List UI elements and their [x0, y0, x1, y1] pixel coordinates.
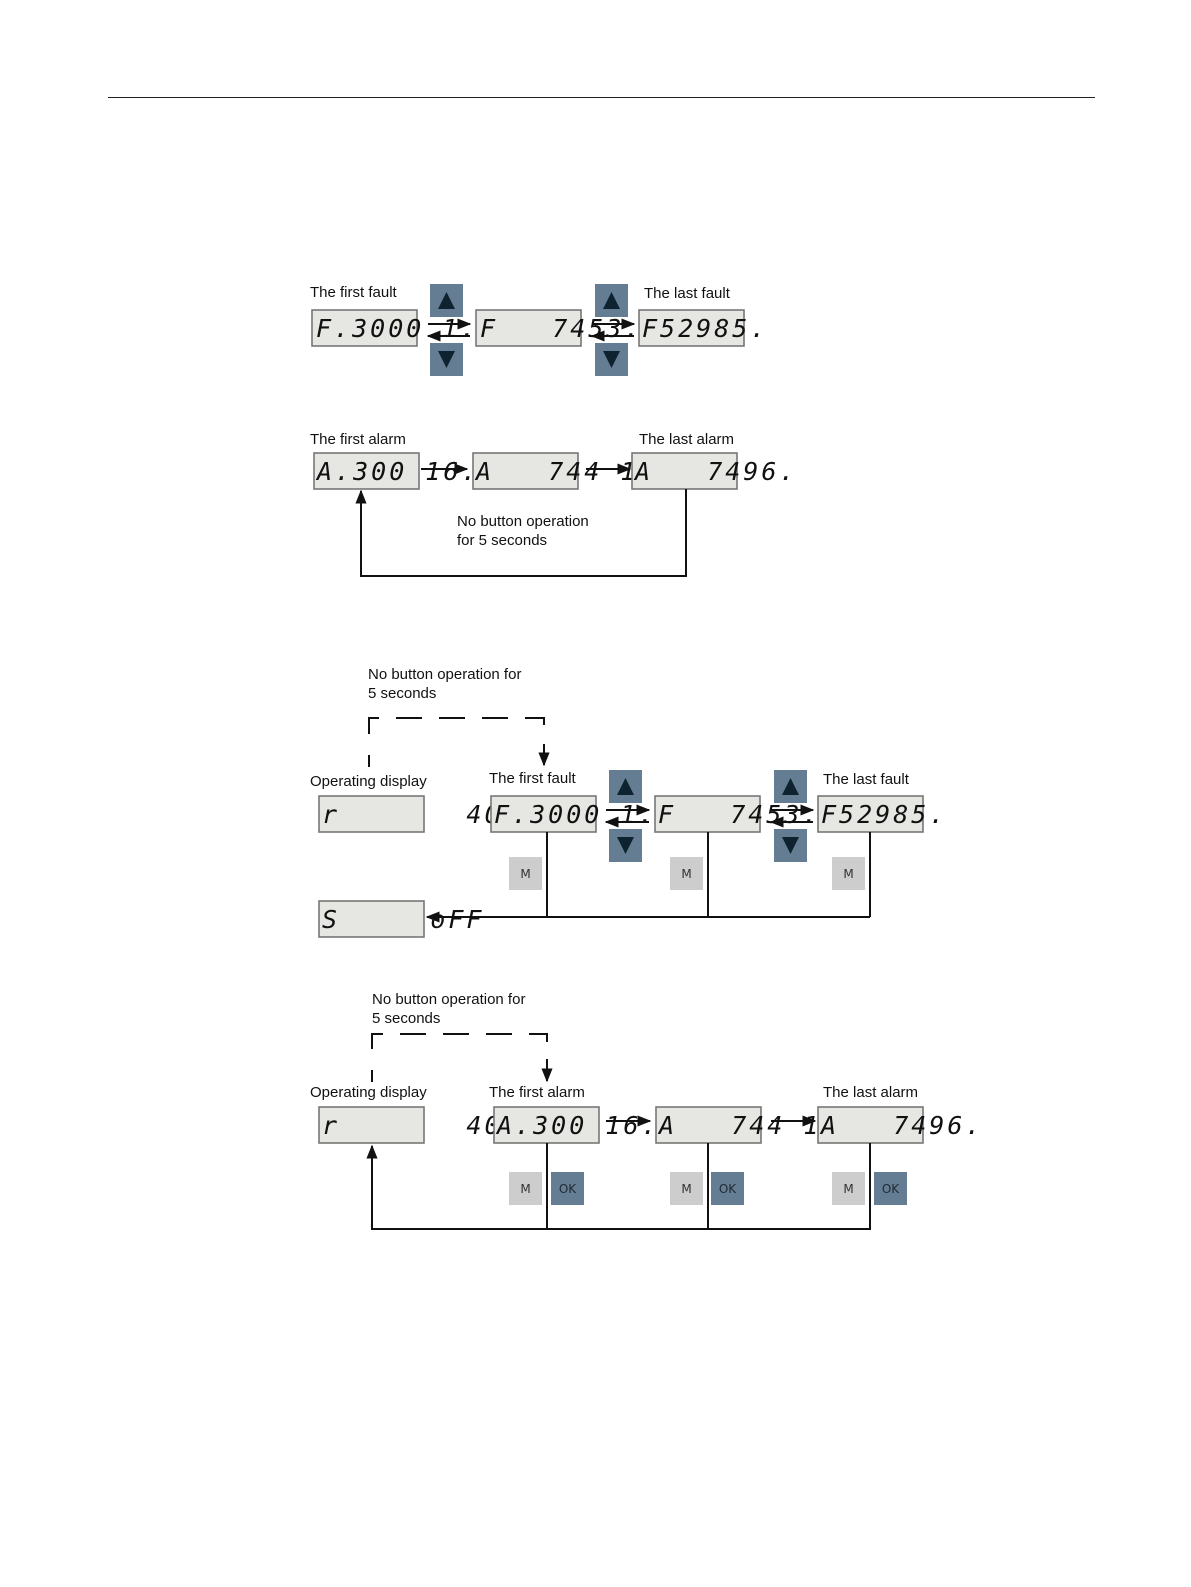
up-key-1[interactable]	[430, 284, 463, 317]
m-key-label: M	[520, 1182, 530, 1196]
last-alarm-label: The last alarm	[639, 431, 734, 448]
display-operating: r 40	[318, 1106, 503, 1144]
ok-key-label: OK	[559, 1182, 577, 1196]
fault-navigation-section: The first fault The last fault F.3000 1.…	[310, 284, 768, 376]
first-fault-label: The first fault	[310, 284, 398, 301]
display-operating-text: r 40	[322, 1111, 503, 1140]
m-key-label: M	[681, 1182, 691, 1196]
display-alarm-mid-text: A 744 1.	[657, 1111, 840, 1140]
last-alarm-label: The last alarm	[823, 1084, 918, 1101]
no-button-for-line1: No button operation for	[372, 991, 525, 1008]
down-arrow-icon	[782, 837, 799, 854]
header-rule	[108, 97, 1095, 98]
down-arrow-icon	[603, 351, 620, 368]
first-fault-label: The first fault	[489, 770, 577, 787]
m-key-2[interactable]: M	[670, 857, 703, 890]
m-key-label: M	[843, 1182, 853, 1196]
return-loop-arrow	[355, 489, 687, 577]
display-fault-last-text: F52985.	[821, 800, 947, 829]
display-s-off: S oFF	[318, 900, 484, 938]
ok-key-3[interactable]: OK	[874, 1172, 907, 1205]
display-alarm-first: A.300 16.	[313, 452, 479, 490]
m-key-5[interactable]: M	[670, 1172, 703, 1205]
return-to-operating-arrow	[366, 1143, 871, 1230]
display-alarm-last-text: A 7496.	[633, 457, 797, 486]
up-key-2[interactable]	[595, 284, 628, 317]
display-fault-first: F.3000 1.	[311, 309, 478, 347]
display-alarm-last: A 7496.	[817, 1106, 983, 1144]
m-key-label: M	[843, 867, 853, 881]
no-button-label-line1: No button operation	[457, 513, 589, 530]
m-key-6[interactable]: M	[832, 1172, 865, 1205]
first-alarm-label: The first alarm	[310, 431, 406, 448]
display-fault-first-text: F.3000 1.	[316, 314, 478, 343]
ok-key-label: OK	[719, 1182, 737, 1196]
no-button-for-line1: No button operation for	[368, 666, 521, 683]
first-alarm-label: The first alarm	[489, 1084, 585, 1101]
display-alarm-last-text: A 7496.	[819, 1111, 983, 1140]
m-key-1[interactable]: M	[509, 857, 542, 890]
display-fault-last: F52985.	[638, 309, 768, 347]
operating-fault-section: No button operation for 5 seconds Operat…	[310, 666, 947, 938]
down-key-1[interactable]	[430, 343, 463, 376]
no-button-label-line2: for 5 seconds	[457, 532, 547, 549]
display-operating-text: r 40	[322, 800, 503, 829]
display-alarm-mid: A 744 1.	[472, 452, 657, 490]
down-arrow-icon	[438, 351, 455, 368]
no-button-for-line2: 5 seconds	[372, 1010, 440, 1027]
display-fault-mid: F 7453.	[475, 309, 642, 347]
last-fault-label: The last fault	[823, 771, 910, 788]
display-s-off-text: S oFF	[322, 905, 484, 934]
display-fault-last: F52985.	[817, 795, 947, 833]
ok-key-label: OK	[882, 1182, 900, 1196]
m-key-label: M	[681, 867, 691, 881]
operating-display-label: Operating display	[310, 773, 427, 790]
no-button-for-line2: 5 seconds	[368, 685, 436, 702]
display-alarm-first: A.300 16.	[493, 1106, 659, 1144]
m-key-3[interactable]: M	[832, 857, 865, 890]
display-fault-last-text: F52985.	[642, 314, 768, 343]
down-key-2[interactable]	[595, 343, 628, 376]
display-operating: r 40	[318, 795, 503, 833]
up-arrow-icon	[782, 778, 799, 795]
down-key-4[interactable]	[774, 829, 807, 862]
operating-alarm-section: No button operation for 5 seconds Operat…	[310, 991, 983, 1230]
display-alarm-first-text: A.300 16.	[495, 1111, 659, 1140]
display-fault-first: F.3000 1.	[490, 795, 656, 833]
last-fault-label: The last fault	[644, 285, 731, 302]
display-alarm-first-text: A.300 16.	[315, 457, 479, 486]
operating-display-label: Operating display	[310, 1084, 427, 1101]
display-fault-first-text: F.3000 1.	[494, 800, 656, 829]
display-fault-mid: F 7453.	[654, 795, 820, 833]
up-key-3[interactable]	[609, 770, 642, 803]
m-key-4[interactable]: M	[509, 1172, 542, 1205]
display-fault-mid-text: F 7453.	[480, 314, 642, 343]
up-arrow-icon	[603, 292, 620, 309]
m-key-label: M	[520, 867, 530, 881]
display-alarm-last: A 7496.	[631, 452, 797, 490]
up-arrow-icon	[438, 292, 455, 309]
up-arrow-icon	[617, 778, 634, 795]
down-key-3[interactable]	[609, 829, 642, 862]
down-arrow-icon	[617, 837, 634, 854]
timeout-dashed-path	[368, 717, 545, 734]
ok-key-1[interactable]: OK	[551, 1172, 584, 1205]
display-fault-mid-text: F 7453.	[658, 800, 820, 829]
display-alarm-mid: A 744 1.	[655, 1106, 840, 1144]
timeout-dashed-path	[371, 1033, 548, 1049]
display-alarm-mid-text: A 744 1.	[474, 457, 657, 486]
ok-key-2[interactable]: OK	[711, 1172, 744, 1205]
up-key-4[interactable]	[774, 770, 807, 803]
alarm-cycle-section: The first alarm The last alarm A.300 16.…	[310, 431, 797, 577]
